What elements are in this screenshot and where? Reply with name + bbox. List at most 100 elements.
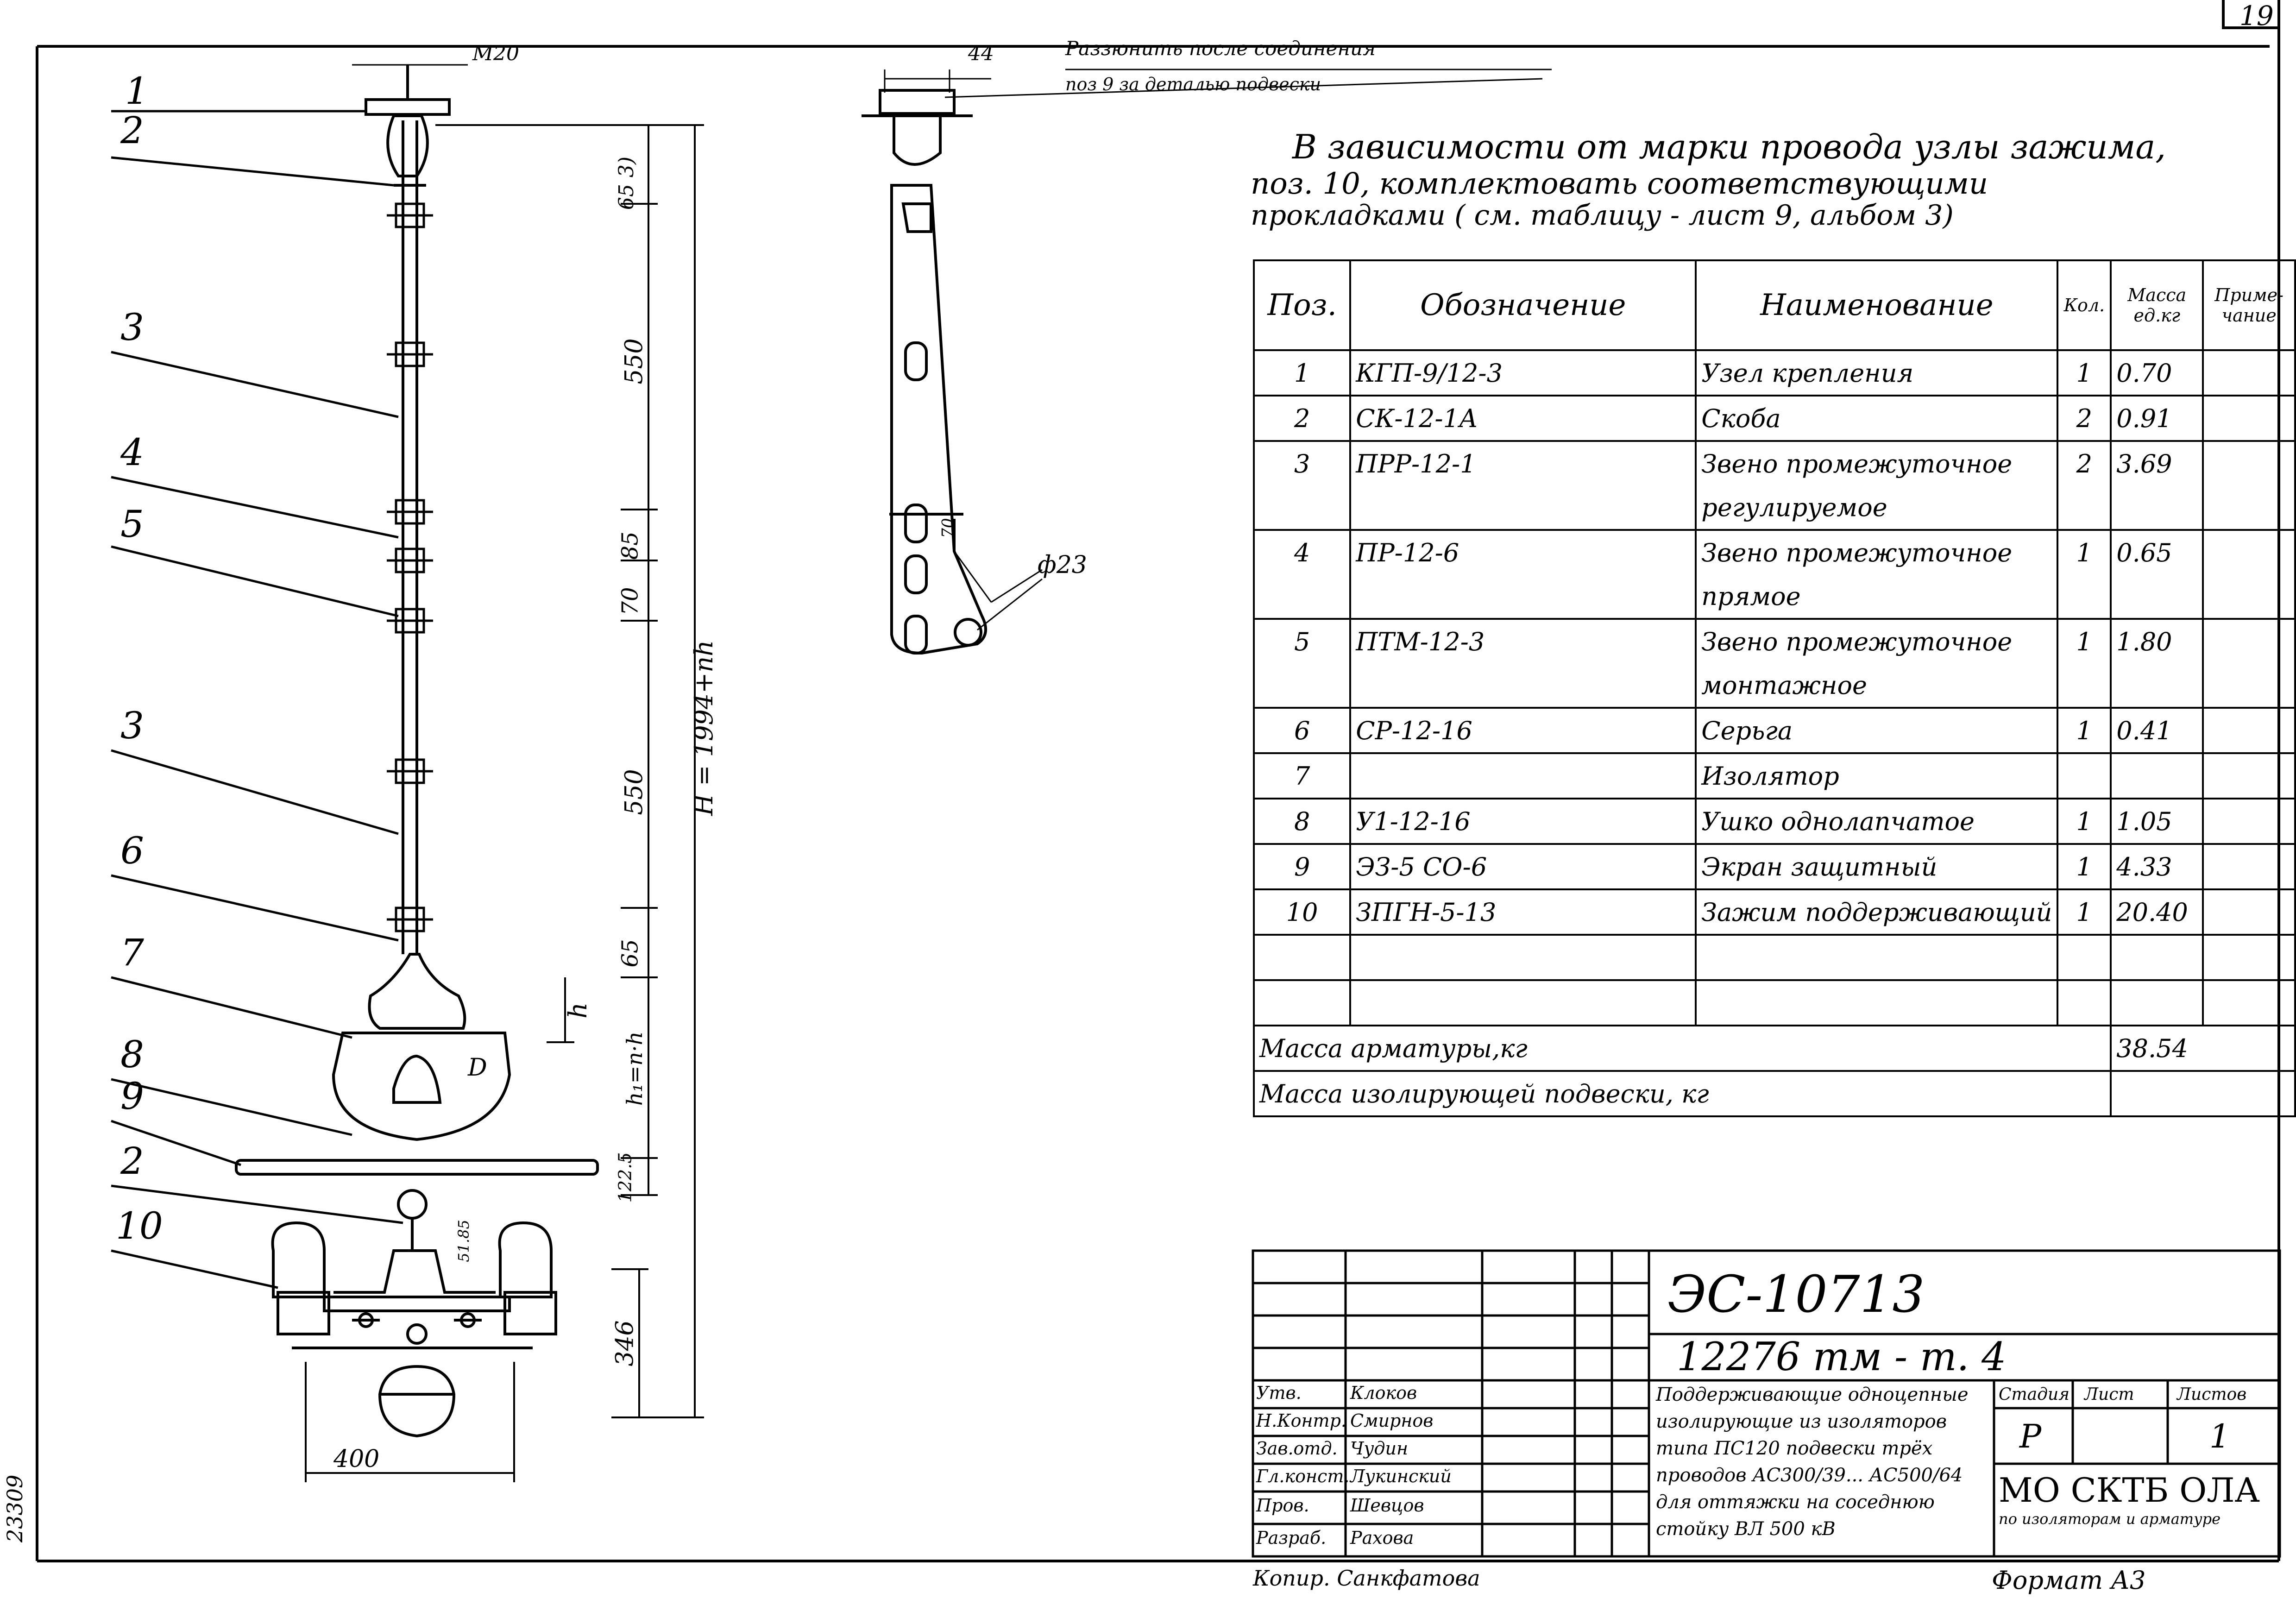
cell-note <box>2202 979 2296 1026</box>
cell-designation: ЭЗ-5 СО-6 <box>1349 843 1697 890</box>
side-view <box>862 69 1552 655</box>
total-armature-label: Масса арматуры,кг <box>1252 1025 2112 1072</box>
title-block-grid <box>1252 1249 2281 1558</box>
role-6: Разраб. <box>1256 1528 1327 1548</box>
cell-designation: ПР-12-6 <box>1349 529 1697 574</box>
dim-65-b: 65 <box>617 939 643 968</box>
cell-designation <box>1349 934 1697 981</box>
cell-mass <box>2110 752 2204 799</box>
description-line-1: Поддерживающие одноцепные <box>1656 1384 1969 1405</box>
cell-name: Изолятор <box>1695 752 2059 799</box>
cell-qty: 1 <box>2057 843 2112 890</box>
cell-name: Ушко однолапчатое <box>1695 798 2059 845</box>
note-main-line2: поз. 10, комплектовать соответствующими <box>1251 167 1988 201</box>
doc-code: ЭС-10713 <box>1667 1265 1925 1324</box>
cell-qty <box>2057 485 2112 531</box>
callout-1: 1 <box>125 69 149 113</box>
org-subtitle: по изоляторам и арматуре <box>1999 1510 2221 1528</box>
dim-hn: h₁=n·h <box>622 1031 648 1106</box>
cell-note <box>2202 707 2296 754</box>
cell-note <box>2202 934 2296 981</box>
table-row <box>1252 934 2296 981</box>
table-row: регулируемое <box>1252 485 2296 531</box>
cell-qty: 2 <box>2057 440 2112 485</box>
description-line-2: изолирующие из изоляторов <box>1656 1411 1947 1432</box>
dim-550-b: 550 <box>620 769 648 815</box>
name-3: Чудин <box>1350 1438 1409 1459</box>
total-insulating-value <box>2110 1070 2296 1117</box>
callout-3b: 3 <box>120 704 144 747</box>
callout-9: 9 <box>120 1075 144 1118</box>
description-line-5: для оттяжки на соседнюю <box>1656 1492 1935 1513</box>
cell-pos: 10 <box>1252 888 1352 936</box>
sheet-number-box <box>2222 0 2279 29</box>
cell-note <box>2202 618 2296 663</box>
cell-pos: 5 <box>1252 618 1352 663</box>
stage-label: Стадия <box>1999 1385 2070 1404</box>
callout-10: 10 <box>116 1204 163 1247</box>
cell-pos <box>1252 934 1352 981</box>
cell-pos: 8 <box>1252 798 1352 845</box>
role-4: Гл.конст. <box>1256 1466 1350 1486</box>
callout-3: 3 <box>120 306 144 349</box>
format-label: Формат А3 <box>1992 1566 2146 1595</box>
total-armature-value: 38.54 <box>2110 1025 2296 1072</box>
cell-note <box>2202 349 2296 397</box>
role-5: Пров. <box>1256 1495 1309 1516</box>
dim-400: 400 <box>333 1445 380 1473</box>
cell-qty <box>2057 574 2112 620</box>
note-main-line1: В зависимости от марки провода узлы зажи… <box>1292 127 2166 166</box>
dim-H: H = 1994+nh <box>689 640 718 816</box>
name-4: Лукинский <box>1350 1466 1452 1486</box>
cell-designation: ЗПГН-5-13 <box>1349 888 1697 936</box>
cell-name: Скоба <box>1695 395 2059 442</box>
cell-designation <box>1349 485 1697 531</box>
cell-qty: 1 <box>2057 349 2112 397</box>
cell-mass: 0.91 <box>2110 395 2204 442</box>
dim-85: 85 <box>617 531 643 560</box>
cell-designation: КГП-9/12-3 <box>1349 349 1697 397</box>
header-pos: Поз. <box>1252 259 1352 351</box>
cell-name <box>1695 979 2059 1026</box>
header-name: Наименование <box>1695 259 2059 351</box>
cell-pos: 9 <box>1252 843 1352 890</box>
cell-mass <box>2110 663 2204 709</box>
description-line-4: проводов АС300/39... АС500/64 <box>1656 1465 1963 1486</box>
cell-name: монтажное <box>1695 663 2059 709</box>
cell-designation: ПРР-12-1 <box>1349 440 1697 485</box>
cell-name: Экран защитный <box>1695 843 2059 890</box>
dim-550-a: 550 <box>620 338 648 384</box>
cell-mass: 0.41 <box>2110 707 2204 754</box>
table-row: монтажное <box>1252 663 2296 709</box>
name-5: Шевцов <box>1350 1495 1424 1516</box>
cell-name: прямое <box>1695 574 2059 620</box>
cell-mass: 1.80 <box>2110 618 2204 663</box>
description-line-6: стойку ВЛ 500 кВ <box>1656 1518 1836 1540</box>
cell-qty <box>2057 979 2112 1026</box>
cell-mass <box>2110 574 2204 620</box>
callout-5: 5 <box>120 503 144 546</box>
cell-name: Звено промежуточное <box>1695 529 2059 574</box>
callout-7: 7 <box>120 931 144 974</box>
note-main-line3: прокладками ( см. таблицу - лист 9, альб… <box>1251 199 1954 232</box>
cell-mass: 1.05 <box>2110 798 2204 845</box>
dim-phi23: ф23 <box>1038 551 1087 579</box>
cell-note <box>2202 395 2296 442</box>
dim-70: 70 <box>617 587 643 616</box>
note-top-line1: Раззюнить после соединения <box>1065 37 1376 60</box>
drawing-code: 12276 тм - т. 4 <box>1677 1334 2007 1379</box>
cell-pos: 4 <box>1252 529 1352 574</box>
org-name: МО СКТБ ОЛА <box>1999 1471 2260 1510</box>
cell-mass <box>2110 485 2204 531</box>
cell-designation: У1-12-16 <box>1349 798 1697 845</box>
sheets-label: Листов <box>2177 1385 2247 1404</box>
dimension-lines <box>305 124 704 1482</box>
dim-51: 51.85 <box>454 1220 472 1262</box>
main-assembly <box>235 64 599 1438</box>
cell-pos: 1 <box>1252 349 1352 397</box>
cell-mass <box>2110 979 2204 1026</box>
